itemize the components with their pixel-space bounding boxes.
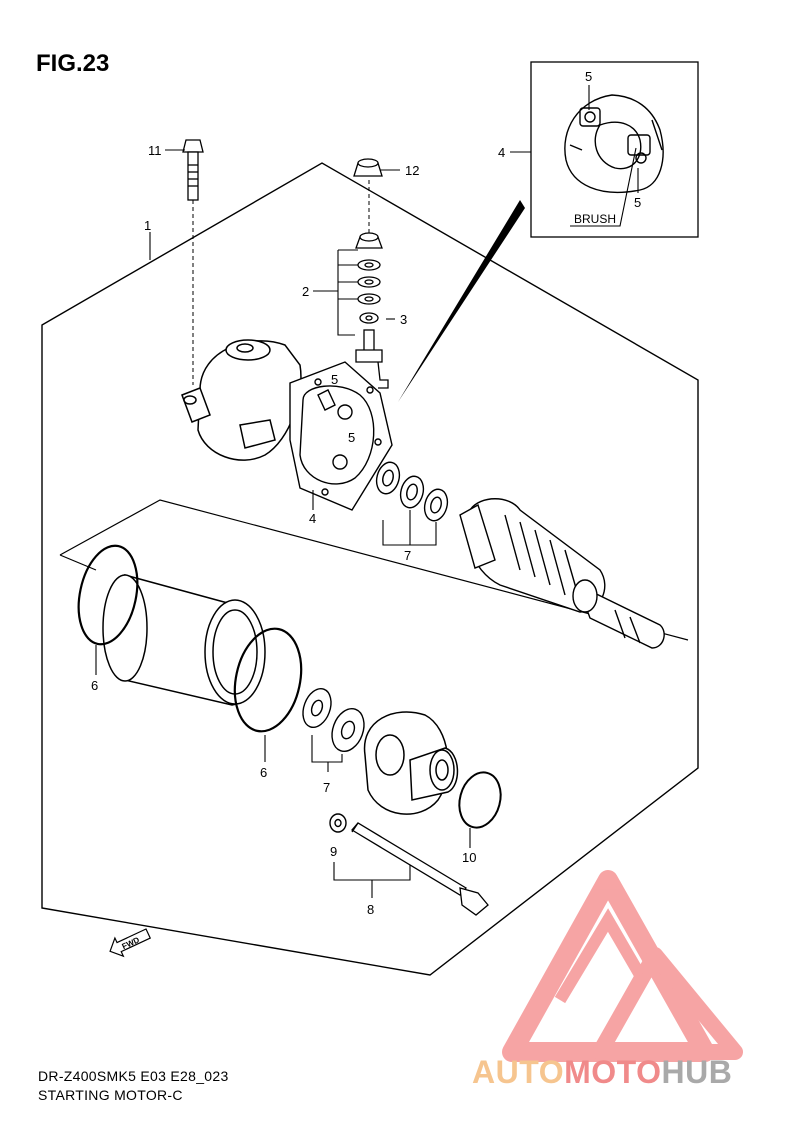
assembly-outline (41, 162, 699, 976)
model-code: DR-Z400SMK5 E03 E28_023 (38, 1068, 229, 1084)
brush-leader (570, 147, 637, 227)
callout-7-upper: 7 (404, 548, 411, 563)
o-ring-10 (458, 771, 502, 829)
fwd-label: FWD (121, 935, 142, 951)
front-housing (181, 339, 302, 461)
o-ring-6-left (77, 544, 139, 646)
watermark-part-2: MOTO (564, 1054, 662, 1090)
brush-inset-box (530, 61, 699, 238)
callout-8: 8 (367, 902, 374, 917)
motor-yoke (102, 574, 266, 706)
brush-label: BRUSH (574, 212, 616, 226)
through-bolt-8 (351, 822, 489, 916)
armature (459, 498, 665, 649)
callout-6-left: 6 (91, 678, 98, 693)
inset-brush-holder (564, 94, 664, 194)
callout-4-inset: 4 (498, 145, 505, 160)
callout-10: 10 (462, 850, 476, 865)
figure-title: FIG.23 (36, 50, 110, 77)
washer-9 (329, 813, 347, 833)
callout-12: 12 (405, 163, 419, 178)
yoke-subpanel-outline (59, 499, 689, 641)
callout-9: 9 (330, 844, 337, 859)
callout-6-right: 6 (260, 765, 267, 780)
callout-3: 3 (400, 312, 407, 327)
callout-11: 11 (148, 143, 162, 158)
section-name: STARTING MOTOR-C (38, 1087, 183, 1103)
callout-5-main-b: 5 (348, 430, 355, 445)
callout-4-main: 4 (309, 511, 316, 526)
fwd-arrow-badge: FWD (109, 928, 152, 958)
callout-5-main-a: 5 (331, 372, 338, 387)
watermark-text: AUTOMOTOHUB (472, 1054, 732, 1091)
brush-plate-assembly (289, 361, 393, 511)
rear-housing (363, 711, 459, 815)
watermark-part-1: AUTO (472, 1054, 565, 1090)
inset-leader (398, 200, 525, 402)
callout-1: 1 (144, 218, 151, 233)
callout-2: 2 (302, 284, 309, 299)
callout-leaders (95, 85, 639, 848)
washers-7-lower (302, 687, 365, 753)
bolt-11 (182, 139, 204, 201)
callout-5-inset-bottom: 5 (634, 195, 641, 210)
washers-7-upper (375, 461, 449, 522)
watermark-part-3: HUB (661, 1054, 733, 1090)
callout-7-lower: 7 (323, 780, 330, 795)
o-ring-6-right (233, 627, 303, 733)
terminal-hardware-stack (353, 158, 389, 389)
watermark-logo (502, 870, 743, 1062)
callout-5-inset-top: 5 (585, 69, 592, 84)
